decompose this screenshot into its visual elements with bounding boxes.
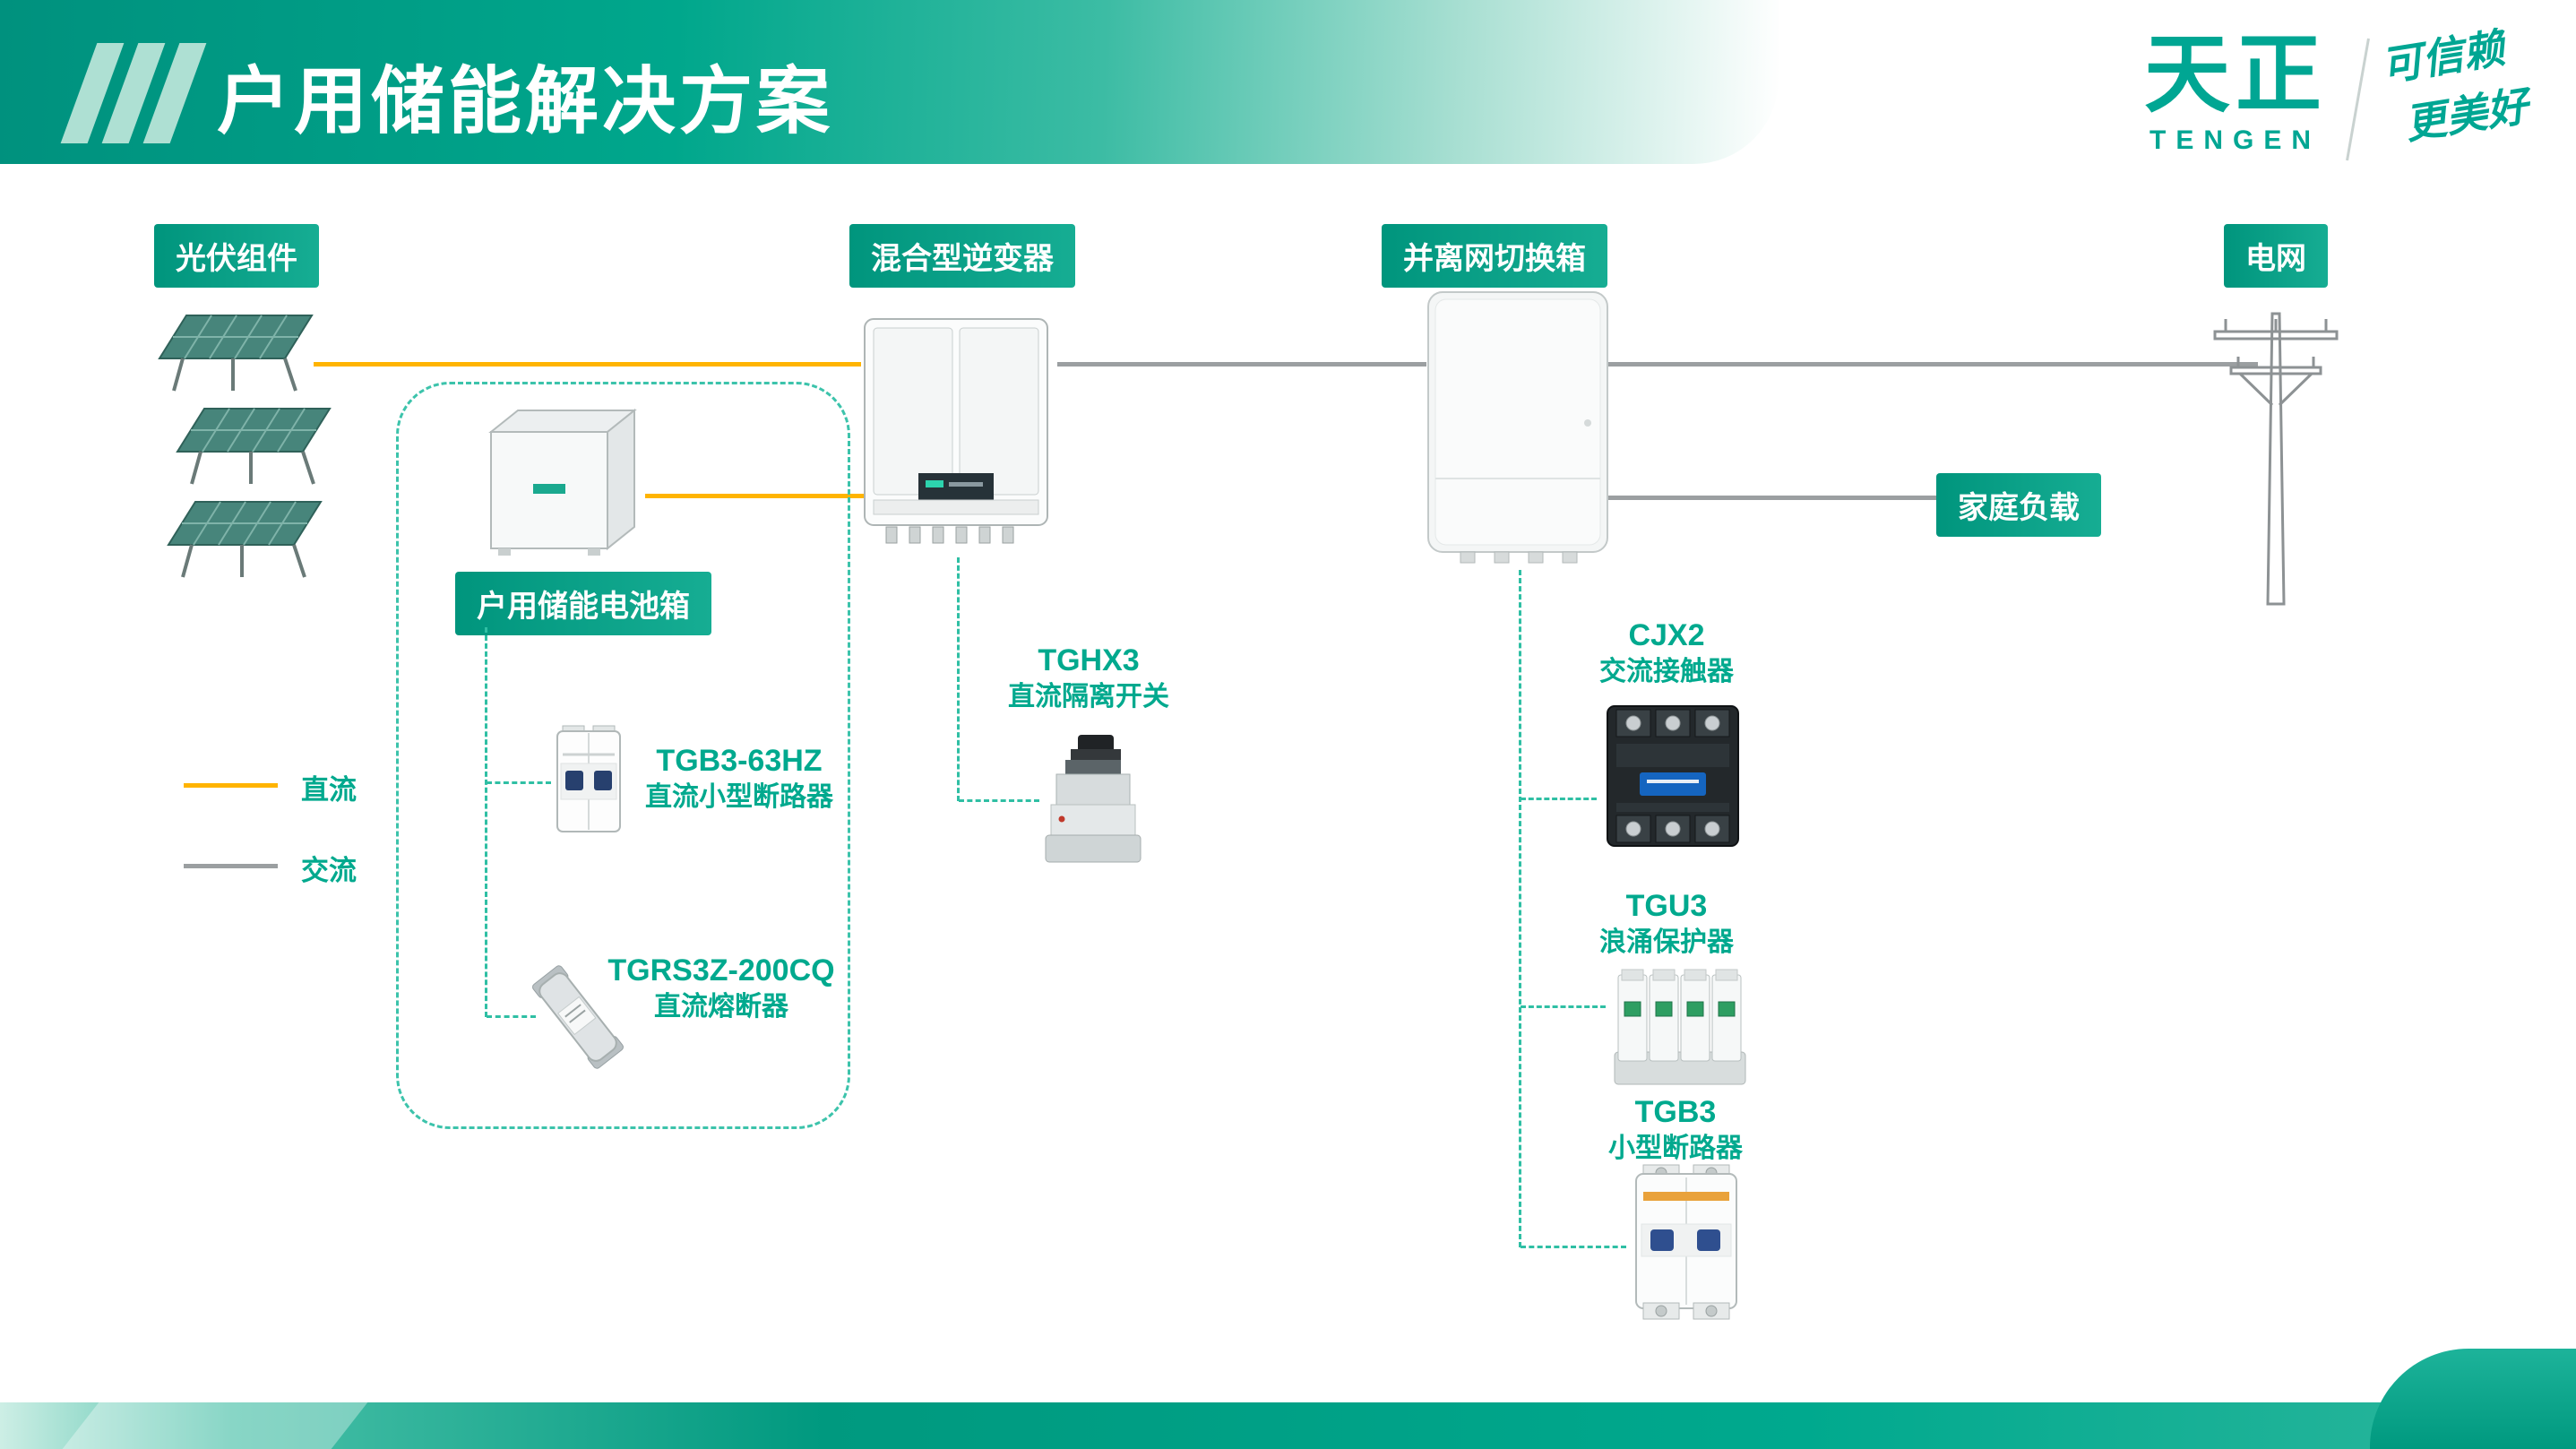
switchbox-image (1427, 291, 1608, 564)
dashed-line-inverter (957, 557, 960, 801)
legend-dc-line (184, 783, 278, 788)
battery-group-outline (396, 382, 850, 1129)
tghx3-desc: 直流隔离开关 (1008, 681, 1169, 712)
tgu3-desc: 浪涌保护器 (1599, 927, 1734, 957)
tgb3-model: TGB3 (1634, 1095, 1717, 1129)
tgrs3z-desc: 直流熔断器 (654, 991, 788, 1022)
ac-line-switchbox-to-grid (1608, 362, 2258, 367)
utility-pole-image (2213, 312, 2339, 606)
brand-logo: 天正 (2144, 27, 2327, 123)
legend-dc-label: 直流 (301, 774, 357, 806)
tgrs3z-image (532, 965, 624, 1069)
tgrs3z-label: TGRS3Z-200CQ 直流熔断器 (591, 952, 851, 1023)
label-grid: 电网 (2224, 224, 2328, 288)
ac-line-inverter-to-switchbox (1057, 362, 1426, 367)
tghx3-image (1045, 735, 1142, 863)
cjx2-model: CJX2 (1628, 618, 1705, 652)
tgb3-63hz-model: TGB3-63HZ (656, 744, 823, 778)
tgb3-desc: 小型断路器 (1608, 1133, 1743, 1163)
brand-latin: TENGEN (2150, 125, 2322, 155)
tgb3-label: TGB3 小型断路器 (1559, 1093, 1792, 1165)
label-pv: 光伏组件 (154, 224, 319, 288)
bottom-wedge (62, 1402, 368, 1449)
dashed-stub-tghx3 (959, 799, 1039, 802)
tghx3-model: TGHX3 (1038, 643, 1140, 677)
header-bar (0, 0, 1779, 164)
tghx3-label: TGHX3 直流隔离开关 (977, 642, 1201, 713)
solar-panel-image (176, 408, 332, 485)
bottom-band (0, 1402, 2576, 1449)
dashed-stub-tgb3 (1521, 1246, 1626, 1248)
cjx2-label: CJX2 交流接触器 (1550, 617, 1783, 688)
label-switchbox: 并离网切换箱 (1382, 224, 1607, 288)
ac-line-switchbox-to-load (1608, 496, 1936, 500)
tgb3-63hz-desc: 直流小型断路器 (645, 781, 833, 812)
dashed-stub-tgb3-63hz (487, 781, 551, 784)
page-title: 户用储能解决方案 (217, 61, 834, 142)
bottom-corner (2370, 1349, 2576, 1449)
dc-line-pv-to-inverter (314, 362, 861, 367)
inverter-image (864, 318, 1048, 544)
tgb3-63hz-label: TGB3-63HZ 直流小型断路器 (627, 742, 851, 814)
dc-line-battery-to-inverter (645, 494, 865, 498)
dashed-stub-tgrs3z (487, 1015, 536, 1018)
tgu3-model: TGU3 (1625, 889, 1708, 923)
cjx2-desc: 交流接触器 (1599, 656, 1734, 686)
tgu3-image (1614, 969, 1746, 1085)
solar-panel-image (167, 501, 323, 578)
legend-ac-label: 交流 (301, 855, 357, 886)
legend-ac-line (184, 864, 278, 868)
tgu3-label: TGU3 浪涌保护器 (1550, 887, 1783, 959)
dashed-stub-cjx2 (1521, 798, 1597, 800)
cjx2-image (1607, 705, 1739, 847)
solar-panel-image (158, 315, 314, 392)
dashed-line-battery (485, 627, 487, 1017)
dashed-stub-tgu3 (1521, 1005, 1606, 1008)
brand-divider (2346, 38, 2370, 161)
battery-box-image (488, 408, 637, 556)
label-battery: 户用储能电池箱 (455, 572, 711, 635)
label-load: 家庭负载 (1936, 473, 2101, 537)
dashed-line-switchbox (1519, 570, 1521, 1247)
tgb3-63hz-image (556, 725, 621, 832)
tgrs3z-model: TGRS3Z-200CQ (607, 953, 835, 988)
label-inverter: 混合型逆变器 (849, 224, 1075, 288)
tgb3-image (1635, 1164, 1737, 1320)
brand-slogan: 可信赖 更美好 (2376, 13, 2531, 153)
